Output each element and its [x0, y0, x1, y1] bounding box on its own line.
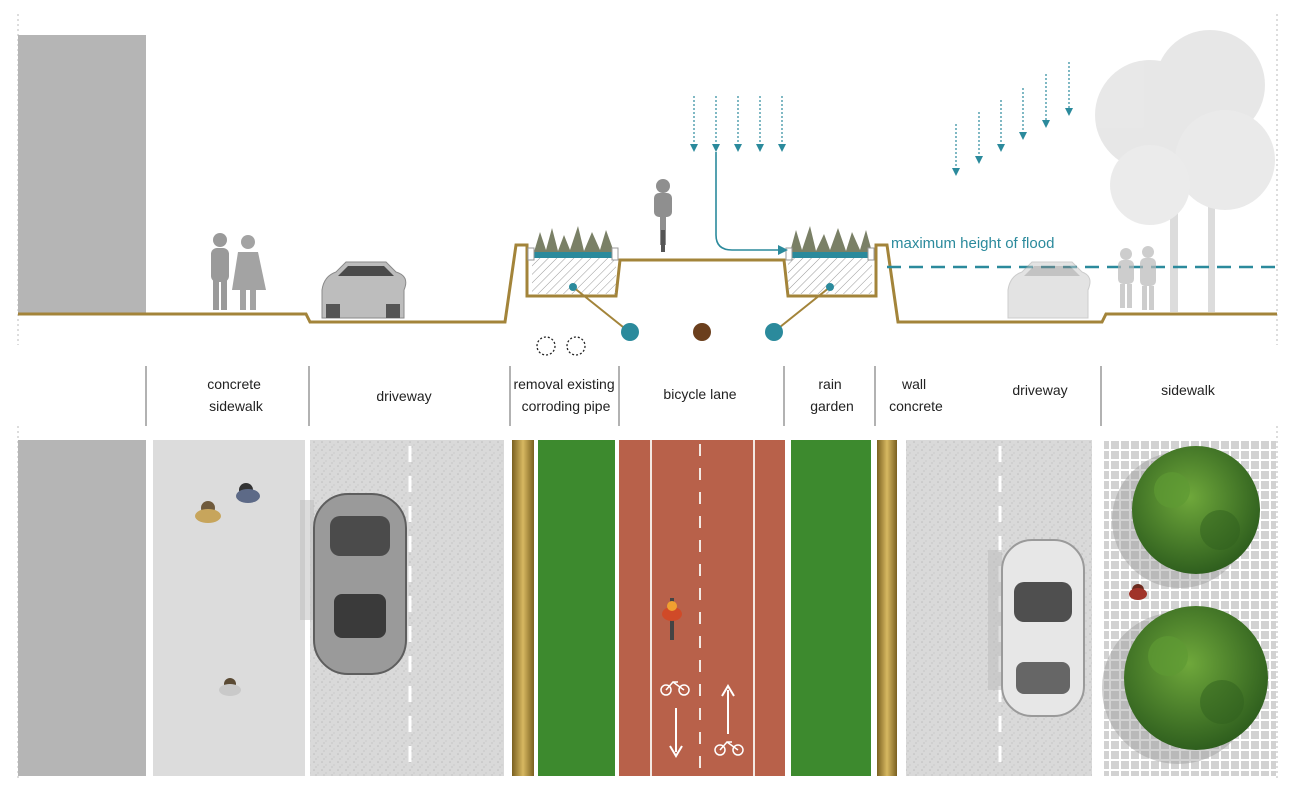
tree-icon — [1095, 30, 1275, 312]
car-icon — [988, 539, 1085, 717]
rain-arrowheads — [952, 108, 1073, 176]
plan-concrete-sidewalk — [153, 440, 305, 776]
ground-section-line — [18, 243, 1277, 324]
direction-arrow-icon — [669, 684, 735, 758]
drain-inlet-right — [826, 283, 834, 291]
zone-label-driveway: driveway — [376, 388, 431, 404]
planter-cap — [611, 247, 619, 261]
pipe-icon — [765, 323, 783, 341]
planter-cap — [527, 247, 535, 261]
building-block — [18, 35, 146, 314]
planter-cap — [785, 247, 793, 261]
rain-arrow-icon — [955, 62, 1070, 172]
plan-wall-left — [512, 440, 534, 776]
pipe-icon — [621, 323, 639, 341]
cyclist-icon — [662, 598, 682, 640]
pedestrian-icon — [195, 483, 1147, 696]
planter-cap — [867, 247, 875, 261]
car-icon — [321, 261, 407, 319]
zone-label-wall-concrete: wall concrete — [889, 376, 943, 414]
pedestrian-icon — [1118, 246, 1156, 310]
zone-label-bicycle-lane: bicycle lane — [663, 386, 736, 402]
rain-arrow-icon — [693, 96, 783, 150]
zone-label-sidewalk: sidewalk — [1161, 382, 1216, 398]
removed-pipe-icon — [536, 336, 556, 356]
plan-wall-right — [877, 440, 897, 776]
plan-building — [18, 440, 146, 776]
zone-label-driveway-right: driveway — [1012, 382, 1067, 398]
zone-label-concrete-sidewalk: concrete sidewalk — [207, 376, 265, 414]
zone-dividers — [145, 366, 1102, 426]
plan-grass-left — [538, 440, 615, 776]
cyclist-icon — [654, 179, 672, 252]
pedestrian-icon — [211, 233, 229, 310]
plan-bicycle-lane — [619, 440, 785, 776]
zone-label-rain-garden: rain garden — [810, 376, 854, 414]
removed-pipe-icon — [566, 336, 586, 356]
rain-arrowheads — [690, 144, 786, 152]
pedestrian-icon — [232, 235, 266, 310]
plan-grass-right — [791, 440, 871, 776]
car-icon — [300, 493, 407, 675]
drain-inlet-left — [569, 283, 577, 291]
zone-label-pipe-removal: removal existing corroding pipe — [513, 376, 618, 414]
car-icon — [1007, 261, 1091, 319]
bike-symbol-icon — [660, 680, 744, 756]
flood-label: maximum height of flood — [891, 235, 1054, 252]
tree-icon — [1102, 606, 1268, 764]
drain-line-right — [774, 286, 831, 332]
runoff-flow-arrow — [715, 152, 782, 251]
drain-line-left — [572, 286, 629, 332]
pipe-icon — [693, 323, 711, 341]
tree-icon — [1112, 446, 1260, 588]
runoff-arrowhead — [778, 245, 788, 255]
